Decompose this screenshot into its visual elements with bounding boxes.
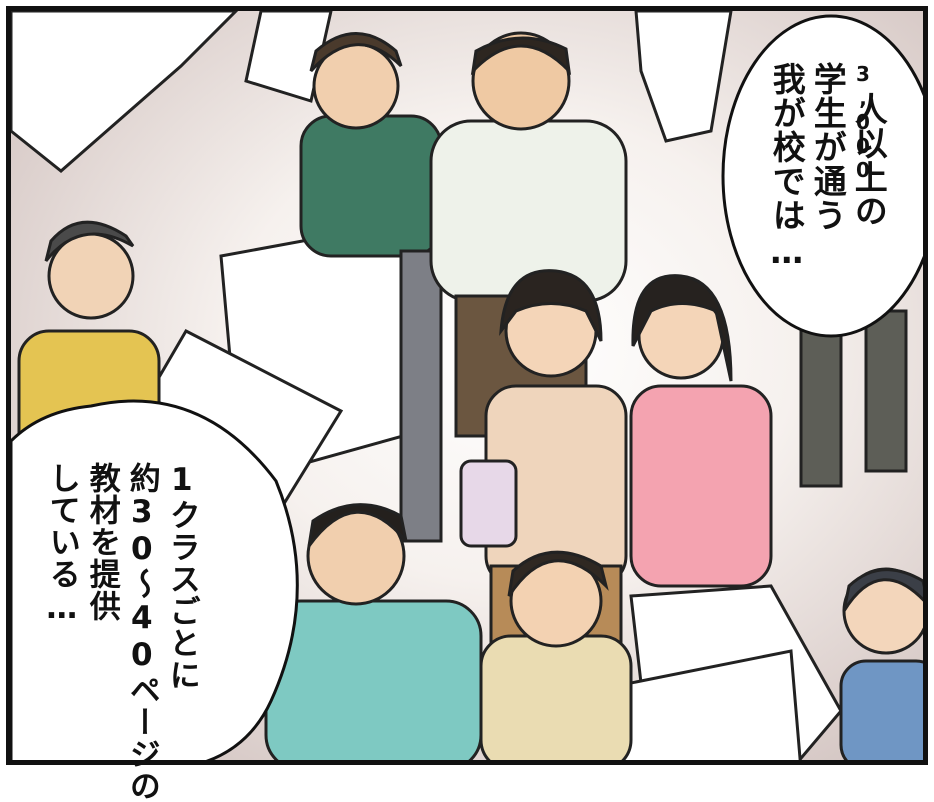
student-legs-right [799, 309, 908, 488]
student-teal-sweater [264, 503, 483, 760]
speech-bubble-shapes [11, 14, 923, 760]
student-smiling-boy [479, 550, 633, 760]
students-crowd [17, 31, 923, 760]
student-woman-pink [629, 274, 773, 588]
comic-panel: 3,000 [6, 6, 928, 765]
paper-sheet [244, 11, 333, 103]
paper-sheet [11, 11, 239, 173]
student-hoodie [429, 31, 628, 438]
comic-illustration [11, 11, 923, 760]
speech-bubble-top-right [721, 14, 923, 338]
paper-sheet [634, 11, 733, 143]
speech-bubble-bottom-left [11, 399, 299, 760]
student-denim-shirt [839, 567, 923, 760]
flying-paper-sheets [11, 11, 843, 760]
